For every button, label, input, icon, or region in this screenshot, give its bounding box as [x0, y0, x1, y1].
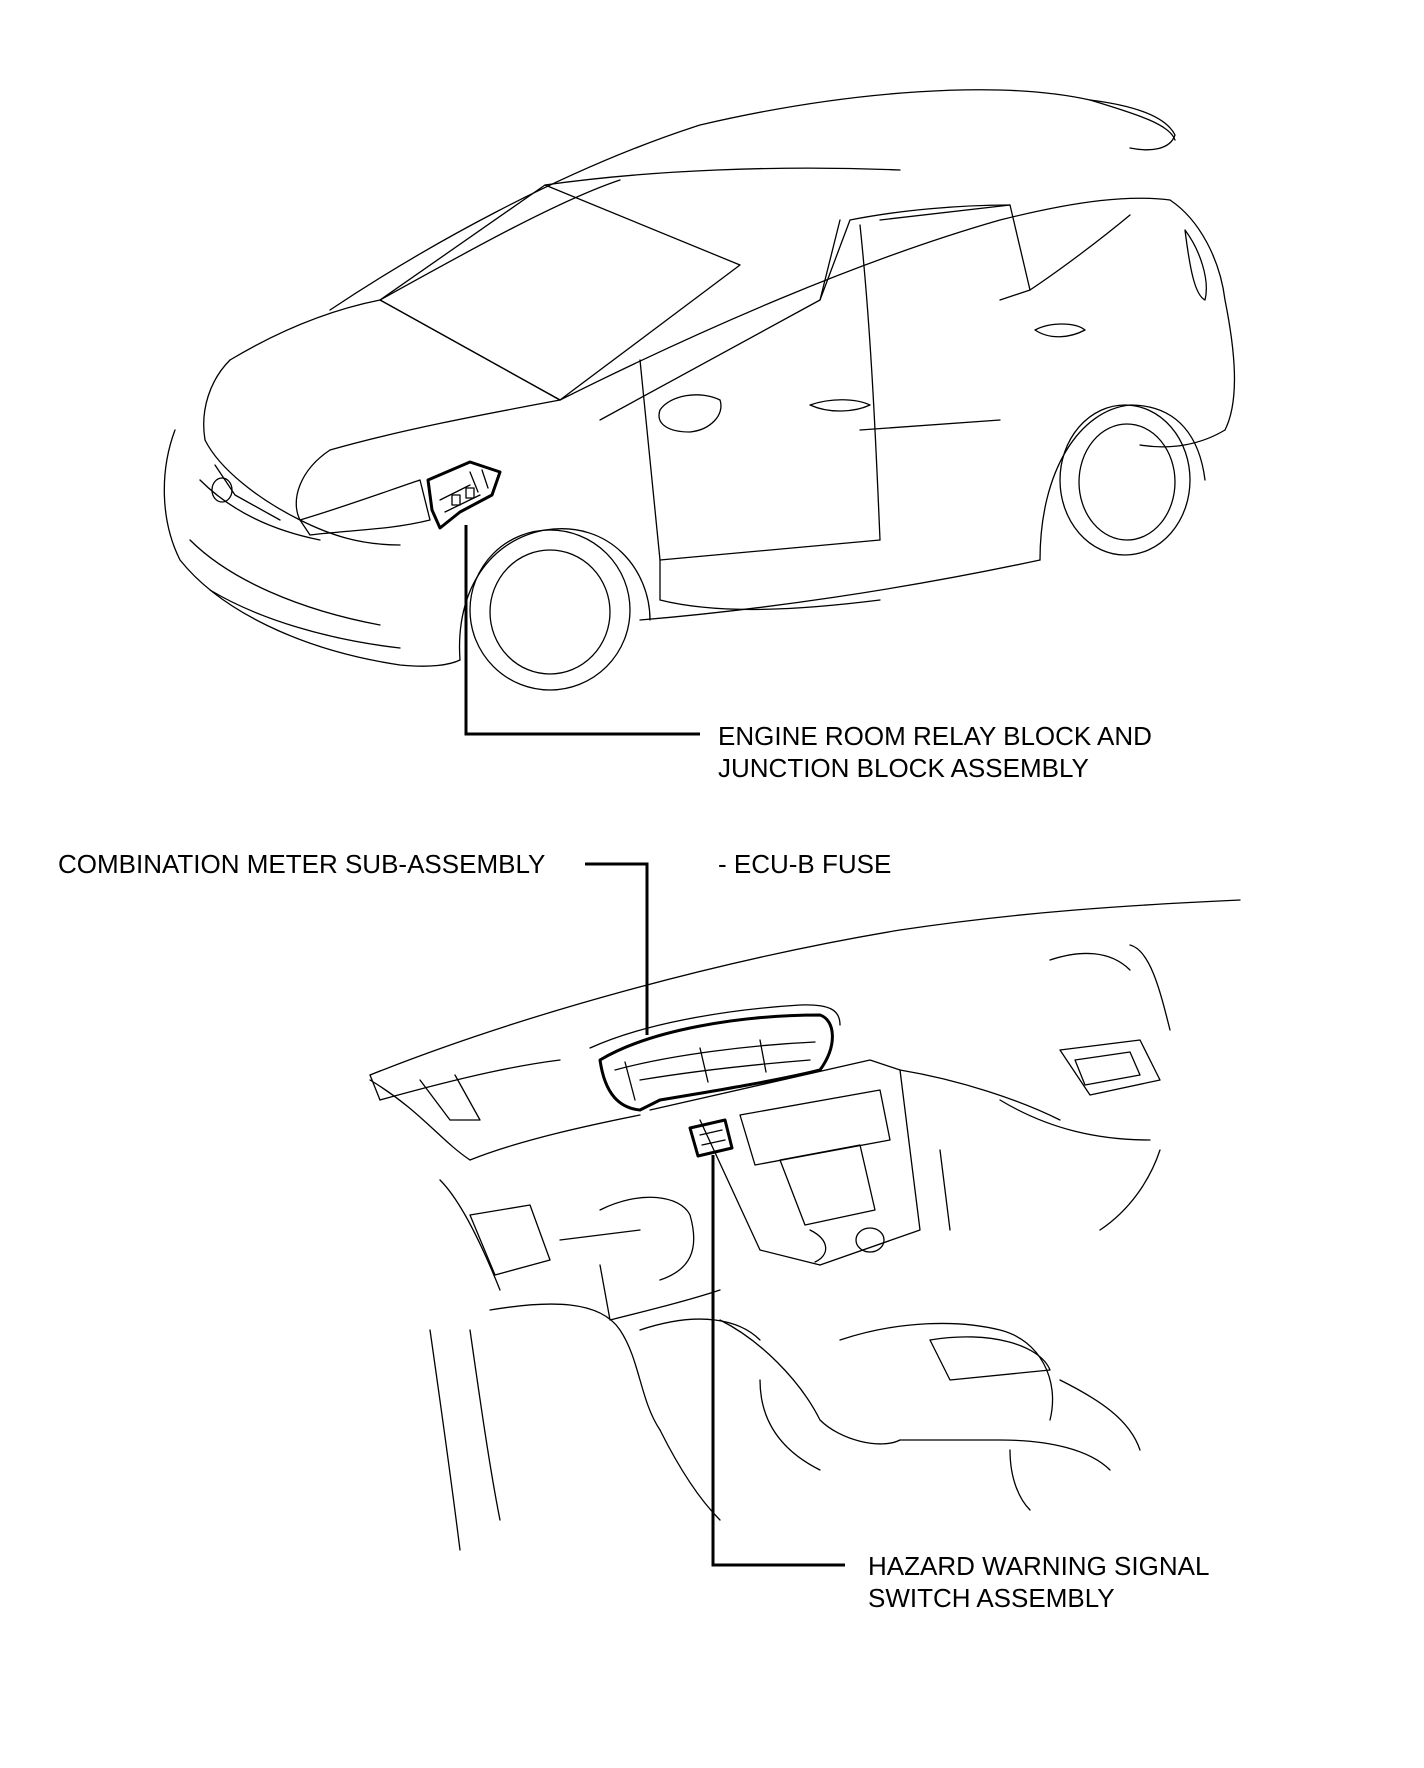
label-engine-room-line1: ENGINE ROOM RELAY BLOCK AND: [718, 721, 1152, 751]
engine-room-relay-block: [426, 460, 502, 530]
dashboard-illustration: [369, 899, 1241, 1551]
label-engine-room-line2: JUNCTION BLOCK ASSEMBLY: [718, 753, 1089, 783]
vehicle-illustration: [163, 89, 1236, 691]
leader-lines: [464, 525, 845, 1567]
label-ecu-b-fuse: - ECU-B FUSE: [718, 849, 892, 879]
label-engine-room-relay-block: ENGINE ROOM RELAY BLOCK AND JUNCTION BLO…: [718, 720, 1152, 784]
label-hazard-line2: SWITCH ASSEMBLY: [868, 1583, 1115, 1613]
label-combination-meter: COMBINATION METER SUB-ASSEMBLY: [58, 849, 546, 879]
label-hazard-switch: HAZARD WARNING SIGNAL SWITCH ASSEMBLY: [868, 1550, 1209, 1614]
label-hazard-line1: HAZARD WARNING SIGNAL: [868, 1551, 1210, 1581]
hazard-switch-component: [688, 1118, 734, 1158]
combination-meter-component: [598, 1013, 834, 1112]
